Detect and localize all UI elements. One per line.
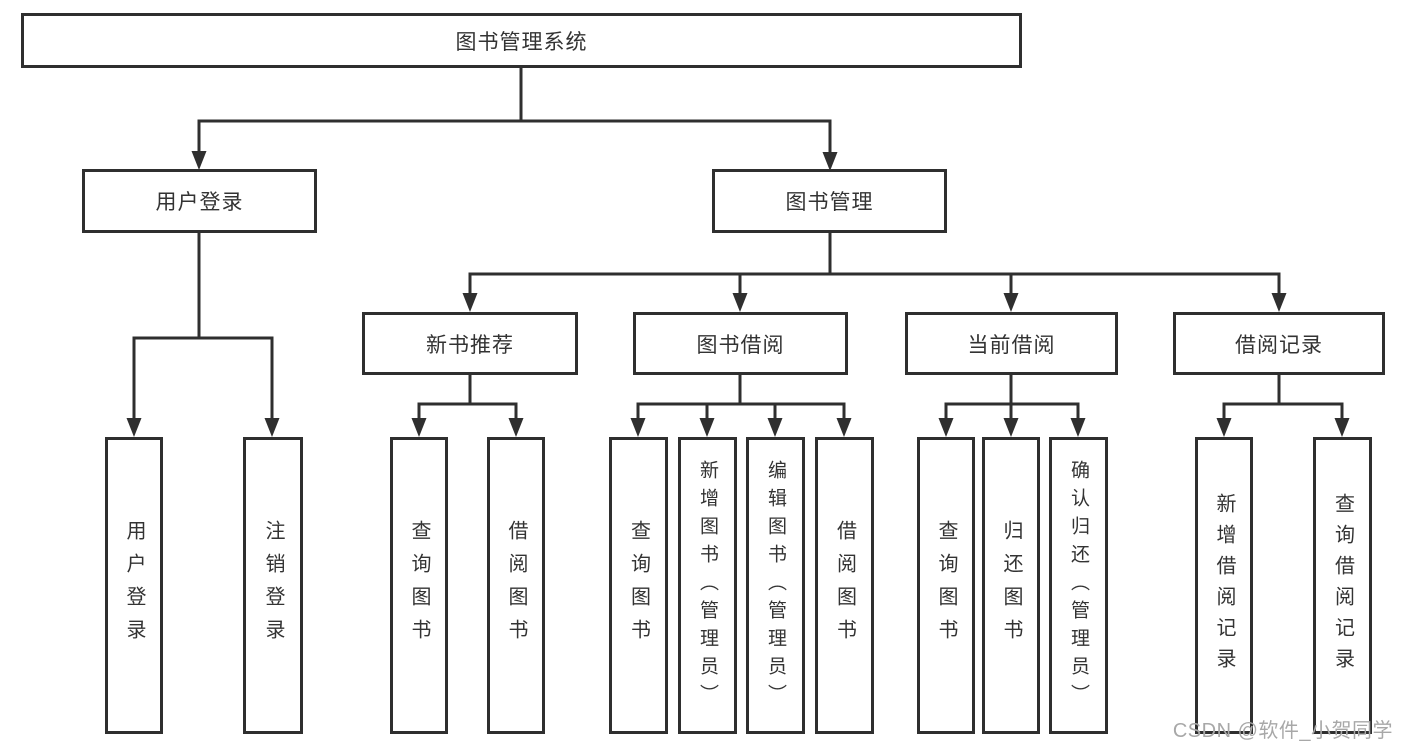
node-borrowing-records: 借阅记录	[1173, 312, 1385, 375]
node-query-borrow-record-label: 查询借阅记录	[1331, 492, 1354, 679]
node-newbook-borrow-books-label: 借阅图书	[505, 519, 527, 652]
node-newbook-borrow-books: 借阅图书	[487, 437, 545, 734]
node-return-books: 归还图书	[982, 437, 1040, 734]
node-confirm-return-admin-label: 确认归还（管理员）	[1068, 459, 1089, 712]
node-borrowing-records-label: 借阅记录	[1235, 333, 1323, 357]
csdn-watermark: CSDN @软件_小贺同学	[1172, 720, 1393, 742]
node-book-borrowing-label: 图书借阅	[696, 333, 785, 357]
node-current-query-books: 查询图书	[917, 437, 975, 734]
node-book-management: 图书管理	[712, 169, 947, 233]
node-user-login-label: 用户登录	[155, 191, 244, 214]
node-borrowing-borrow-books-label: 借阅图书	[833, 519, 856, 652]
node-new-book-recommend-label: 新书推荐	[426, 333, 514, 357]
node-borrowing-query-books: 查询图书	[609, 437, 668, 734]
node-add-borrow-record: 新增借阅记录	[1195, 437, 1253, 734]
node-root-label: 图书管理系统	[455, 30, 588, 54]
node-book-management-label: 图书管理	[785, 191, 874, 214]
connector-root-to-level2	[191, 68, 838, 171]
node-add-books-admin-label: 新增图书（管理员）	[697, 459, 718, 712]
connector-newbook-to-children	[411, 375, 524, 437]
node-root: 图书管理系统	[21, 13, 1022, 68]
node-user-login-action-label: 用户登录	[123, 519, 145, 652]
node-borrowing-borrow-books: 借阅图书	[815, 437, 874, 734]
node-newbook-query-books: 查询图书	[390, 437, 448, 734]
node-current-query-books-label: 查询图书	[935, 519, 957, 652]
connector-userlogin-to-children	[126, 233, 280, 437]
node-current-borrowing-label: 当前借阅	[967, 333, 1056, 357]
node-user-login-action: 用户登录	[105, 437, 163, 734]
node-borrowing-query-books-label: 查询图书	[627, 519, 650, 652]
node-return-books-label: 归还图书	[1000, 519, 1022, 652]
node-query-borrow-record: 查询借阅记录	[1313, 437, 1372, 734]
node-book-borrowing: 图书借阅	[633, 312, 848, 375]
node-current-borrowing: 当前借阅	[905, 312, 1118, 375]
node-logout-action-label: 注销登录	[262, 519, 284, 652]
node-add-borrow-record-label: 新增借阅记录	[1213, 492, 1235, 679]
node-edit-books-admin-label: 编辑图书（管理员）	[765, 459, 786, 712]
node-edit-books-admin: 编辑图书（管理员）	[746, 437, 805, 734]
connector-borrowing-to-children	[630, 375, 852, 437]
node-newbook-query-books-label: 查询图书	[408, 519, 430, 652]
connector-records-to-children	[1216, 375, 1350, 437]
node-confirm-return-admin: 确认归还（管理员）	[1049, 437, 1108, 734]
node-add-books-admin: 新增图书（管理员）	[678, 437, 737, 734]
node-logout-action: 注销登录	[243, 437, 303, 734]
connector-bookmgmt-to-level3	[462, 233, 1287, 312]
node-user-login: 用户登录	[82, 169, 317, 233]
connector-current-to-children	[938, 375, 1086, 437]
node-new-book-recommend: 新书推荐	[362, 312, 578, 375]
